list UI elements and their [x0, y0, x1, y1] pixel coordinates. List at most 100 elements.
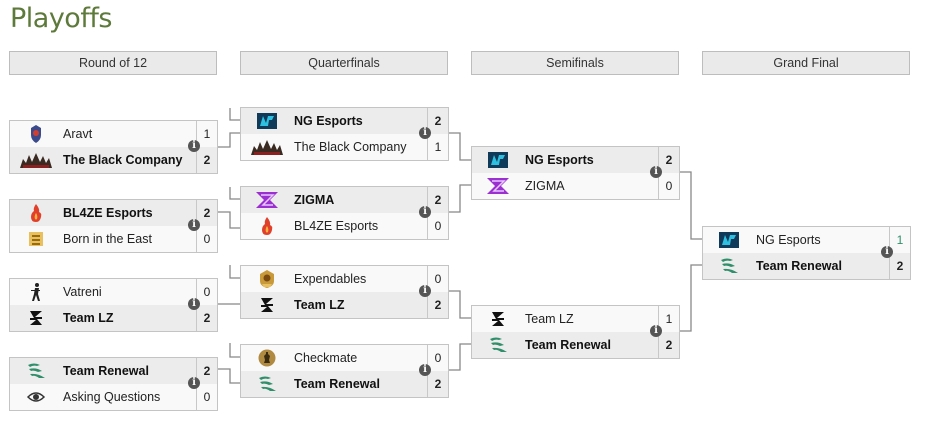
- team-name: Team Renewal: [63, 364, 149, 378]
- team-name: Team LZ: [525, 312, 574, 326]
- team-row[interactable]: BL4ZE Esports 0: [241, 213, 448, 239]
- team-renewal-icon: [248, 374, 286, 394]
- ng-esports-icon: [248, 111, 286, 131]
- team-row[interactable]: Aravt 1: [10, 121, 217, 148]
- team-row[interactable]: Asking Questions 0: [10, 384, 217, 410]
- team-row[interactable]: Vatreni 0: [10, 279, 217, 306]
- zigma-icon: [479, 176, 517, 196]
- match-qf-4: Checkmate 0 Team Renewal 2: [240, 344, 449, 398]
- team-score: 2: [658, 147, 679, 173]
- blaze-flame-icon: [17, 203, 55, 223]
- team-renewal-icon: [710, 256, 748, 276]
- team-name: Born in the East: [63, 232, 152, 246]
- team-row[interactable]: NG Esports 2: [472, 147, 679, 174]
- team-row[interactable]: Team Renewal 2: [241, 371, 448, 397]
- team-row[interactable]: Team LZ 1: [472, 306, 679, 333]
- team-score: 0: [196, 226, 217, 252]
- ng-esports-icon: [710, 230, 748, 250]
- team-row[interactable]: NG Esports 1: [703, 227, 910, 254]
- round-header-grand-final: Grand Final: [702, 51, 910, 75]
- team-renewal-icon: [17, 361, 55, 381]
- round-header-semifinals: Semifinals: [471, 51, 679, 75]
- team-row[interactable]: Expendables 0: [241, 266, 448, 293]
- team-score: 2: [427, 108, 448, 134]
- match-grand-final: NG Esports 1 Team Renewal 2: [702, 226, 911, 280]
- team-score: 0: [427, 213, 448, 239]
- match-info-icon[interactable]: i: [419, 285, 431, 297]
- team-lz-icon: [17, 308, 55, 328]
- team-score: 0: [196, 279, 217, 305]
- team-name: Team Renewal: [294, 377, 380, 391]
- vatreni-soldier-icon: [17, 282, 55, 302]
- team-row[interactable]: Team Renewal 2: [472, 332, 679, 358]
- team-row[interactable]: The Black Company 2: [10, 147, 217, 173]
- team-row[interactable]: Team Renewal 2: [703, 253, 910, 279]
- connector-qf-4-bye: [229, 343, 240, 358]
- match-sf-2: Team LZ 1 Team Renewal 2: [471, 305, 680, 359]
- team-name: The Black Company: [63, 153, 183, 167]
- team-name: The Black Company: [294, 140, 407, 154]
- connector-qf-2-sf-1: [447, 184, 471, 213]
- connector-qf-2-bye: [229, 187, 240, 200]
- team-score: 1: [196, 121, 217, 147]
- connector-r12-1-qf-1: [216, 132, 240, 148]
- team-score: 0: [427, 345, 448, 371]
- match-qf-2: ZIGMA 2 BL4ZE Esports 0: [240, 186, 449, 240]
- team-score: 2: [196, 147, 217, 173]
- match-info-icon[interactable]: i: [419, 127, 431, 139]
- team-name: NG Esports: [525, 153, 594, 167]
- team-row[interactable]: Born in the East 0: [10, 226, 217, 252]
- match-info-icon[interactable]: i: [881, 246, 893, 258]
- team-row[interactable]: NG Esports 2: [241, 108, 448, 135]
- team-name: Aravt: [63, 127, 93, 141]
- team-row[interactable]: Team Renewal 2: [10, 358, 217, 385]
- match-info-icon[interactable]: i: [188, 377, 200, 389]
- team-name: Checkmate: [294, 351, 358, 365]
- connector-qf-3-bye: [229, 265, 240, 279]
- connector-qf-1-bye: [229, 108, 240, 121]
- team-score: 2: [658, 332, 679, 358]
- team-name: NG Esports: [294, 114, 363, 128]
- connector-sf-2-gf: [678, 264, 702, 332]
- team-name: BL4ZE Esports: [294, 219, 379, 233]
- team-score: 0: [427, 266, 448, 292]
- match-r12-2: BL4ZE Esports 2 Born in the East 0: [9, 199, 218, 253]
- team-score: 2: [427, 187, 448, 213]
- round-header-round-of-12: Round of 12: [9, 51, 217, 75]
- team-lz-icon: [248, 295, 286, 315]
- asking-questions-icon: [17, 387, 55, 407]
- team-name: ZIGMA: [525, 179, 565, 193]
- team-score: 2: [889, 253, 910, 279]
- team-renewal-icon: [479, 335, 517, 355]
- team-name: Team Renewal: [525, 338, 611, 352]
- match-info-icon[interactable]: i: [188, 219, 200, 231]
- match-info-icon[interactable]: i: [419, 364, 431, 376]
- team-score: 2: [196, 200, 217, 226]
- aravt-icon: [17, 124, 55, 144]
- born-in-the-east-icon: [17, 229, 55, 249]
- match-r12-3: Vatreni 0 Team LZ 2: [9, 278, 218, 332]
- team-name: Asking Questions: [63, 390, 161, 404]
- team-row[interactable]: Team LZ 2: [241, 292, 448, 318]
- team-row[interactable]: Checkmate 0: [241, 345, 448, 372]
- team-score: 1: [658, 306, 679, 332]
- connector-qf-4-sf-2: [447, 343, 471, 371]
- team-row[interactable]: The Black Company 1: [241, 134, 448, 160]
- match-info-icon[interactable]: i: [188, 298, 200, 310]
- black-company-icon: [248, 137, 286, 157]
- team-row[interactable]: ZIGMA 0: [472, 173, 679, 199]
- team-score: 2: [196, 358, 217, 384]
- team-row[interactable]: ZIGMA 2: [241, 187, 448, 214]
- team-row[interactable]: Team LZ 2: [10, 305, 217, 331]
- match-info-icon[interactable]: i: [650, 166, 662, 178]
- match-info-icon[interactable]: i: [419, 206, 431, 218]
- team-name: Team Renewal: [756, 259, 842, 273]
- match-sf-1: NG Esports 2 ZIGMA 0: [471, 146, 680, 200]
- team-score: 0: [658, 173, 679, 199]
- match-info-icon[interactable]: i: [188, 140, 200, 152]
- match-info-icon[interactable]: i: [650, 325, 662, 337]
- team-name: NG Esports: [756, 233, 821, 247]
- black-company-icon: [17, 150, 55, 170]
- team-row[interactable]: BL4ZE Esports 2: [10, 200, 217, 227]
- blaze-flame-icon: [248, 216, 286, 236]
